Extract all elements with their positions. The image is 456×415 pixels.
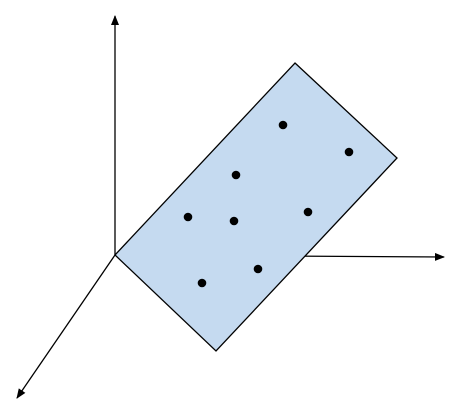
points-group — [183, 120, 354, 288]
point — [229, 216, 239, 226]
depth-axis — [16, 254, 116, 399]
point — [278, 120, 288, 130]
point — [231, 170, 241, 180]
plane-rectangle — [114, 62, 398, 352]
point — [344, 147, 354, 157]
point — [197, 278, 207, 288]
point — [253, 264, 263, 274]
point — [303, 207, 313, 217]
point — [183, 212, 193, 222]
